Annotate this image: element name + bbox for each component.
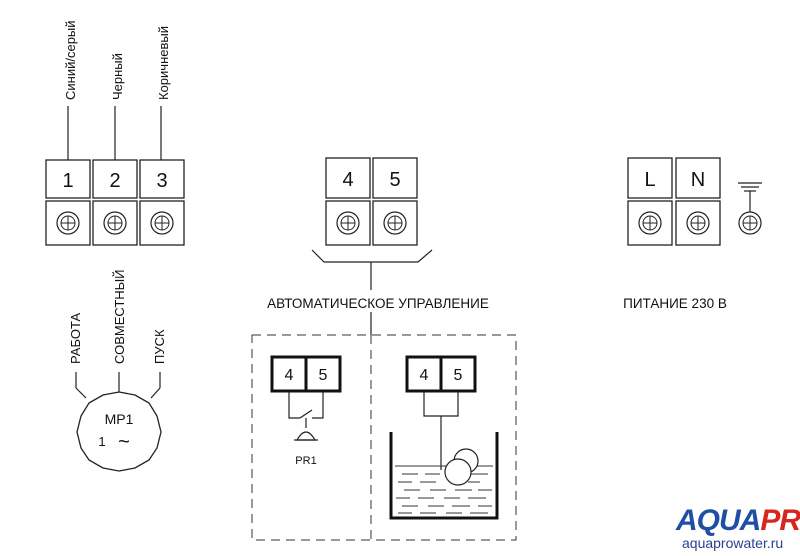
relay-name: PR1 xyxy=(295,455,316,467)
terminal-box-L xyxy=(627,157,673,199)
auto-control-title: АВТОМАТИЧЕСКОЕ УПРАВЛЕНИЕ xyxy=(267,296,489,311)
terminal-label-2: 2 xyxy=(109,170,120,192)
motor-phase: 1 xyxy=(98,434,105,449)
terminal-label-N: N xyxy=(691,169,705,191)
brand-name-part1: AQUA xyxy=(676,504,761,537)
terminal-label-3: 3 xyxy=(156,170,167,192)
float-ball-icon xyxy=(444,448,479,486)
motor-name: MP1 xyxy=(105,411,134,427)
pressure-sensor-icon xyxy=(295,431,317,441)
motor-outline xyxy=(76,391,162,472)
terminal-block-1-2-3: 1 2 3 xyxy=(45,159,185,246)
float-terminal-5: 5 xyxy=(454,367,463,384)
ac-symbol: ~ xyxy=(118,431,130,453)
wire-label-black: Черный xyxy=(110,53,125,100)
water-tank xyxy=(389,432,499,520)
ground-icon xyxy=(738,182,762,235)
terminal-label-1: 1 xyxy=(62,170,73,192)
water-icon xyxy=(395,465,493,514)
terminal-label-L: L xyxy=(644,169,655,191)
relay-terminal-5: 5 xyxy=(319,367,328,384)
terminal-box-1 xyxy=(45,159,91,199)
wire-label-blue-gray: Синий/серый xyxy=(63,20,78,100)
screw-icon xyxy=(336,211,360,235)
brand-url: aquaprowater.ru xyxy=(682,535,784,551)
terminal-box-N xyxy=(675,157,721,199)
motor-wire-labels: РАБОТА СОВМЕСТНЫЙ ПУСК xyxy=(68,269,167,364)
terminal-block-4-5: 4 5 xyxy=(325,157,418,246)
mode-label-common: СОВМЕСТНЫЙ xyxy=(112,269,127,364)
screw-icon xyxy=(638,211,662,235)
terminal-label-5: 5 xyxy=(389,169,400,191)
float-switch: 4 5 xyxy=(389,355,499,520)
brand-name-part2: PRO xyxy=(760,504,800,537)
auto-control-options xyxy=(251,334,517,541)
screw-icon xyxy=(150,211,174,235)
mode-label-work: РАБОТА xyxy=(68,313,83,364)
terminal-box-3 xyxy=(139,159,185,199)
terminal-label-4: 4 xyxy=(342,169,353,191)
pressure-relay: 4 5 PR1 xyxy=(270,355,342,467)
motor: MP1 1 ~ xyxy=(76,391,162,472)
relay-terminal-4: 4 xyxy=(285,367,294,384)
screw-icon xyxy=(56,211,80,235)
terminal-box-4 xyxy=(325,157,371,199)
power-title: ПИТАНИЕ 230 В xyxy=(623,296,727,311)
float-terminal-4: 4 xyxy=(420,367,429,384)
screw-icon xyxy=(686,211,710,235)
wire-label-brown: Коричневый xyxy=(156,26,171,100)
terminal-block-power: L N xyxy=(627,157,762,246)
screw-icon xyxy=(103,211,127,235)
wire-labels: Синий/серый Черный Коричневый xyxy=(63,20,171,100)
screw-icon xyxy=(383,211,407,235)
terminal-box-2 xyxy=(92,159,138,199)
terminal-box-5 xyxy=(372,157,418,199)
brand-logo: AQUAPRO xyxy=(676,506,800,536)
mode-label-start: ПУСК xyxy=(152,329,167,364)
